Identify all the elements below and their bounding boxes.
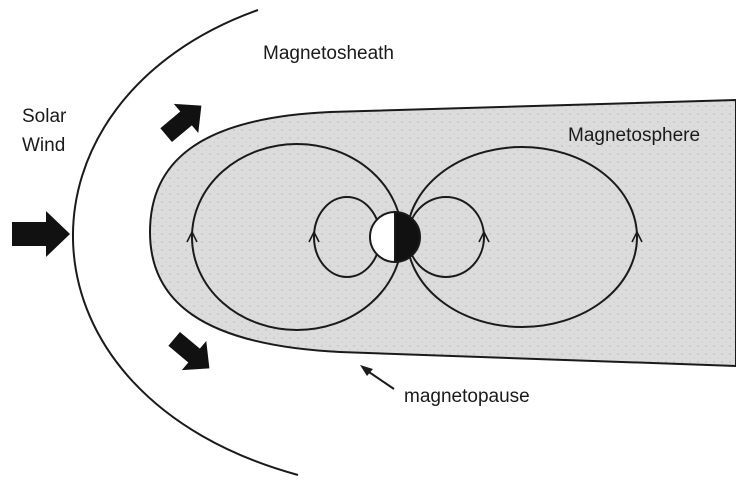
pointer-arrow-icon xyxy=(360,365,394,389)
right-arrow-icon xyxy=(12,211,70,257)
magnetosheath-label: Magnetosheath xyxy=(263,43,394,64)
magnetopause-label: magnetopause xyxy=(404,386,530,407)
magnetosphere-label: Magnetosphere xyxy=(568,125,700,146)
down-right-arrow-icon xyxy=(162,324,222,383)
solar-wind-label-line2: Wind xyxy=(22,135,65,156)
solar-wind-label-line1: Solar xyxy=(22,106,67,127)
earth-icon xyxy=(370,212,420,262)
